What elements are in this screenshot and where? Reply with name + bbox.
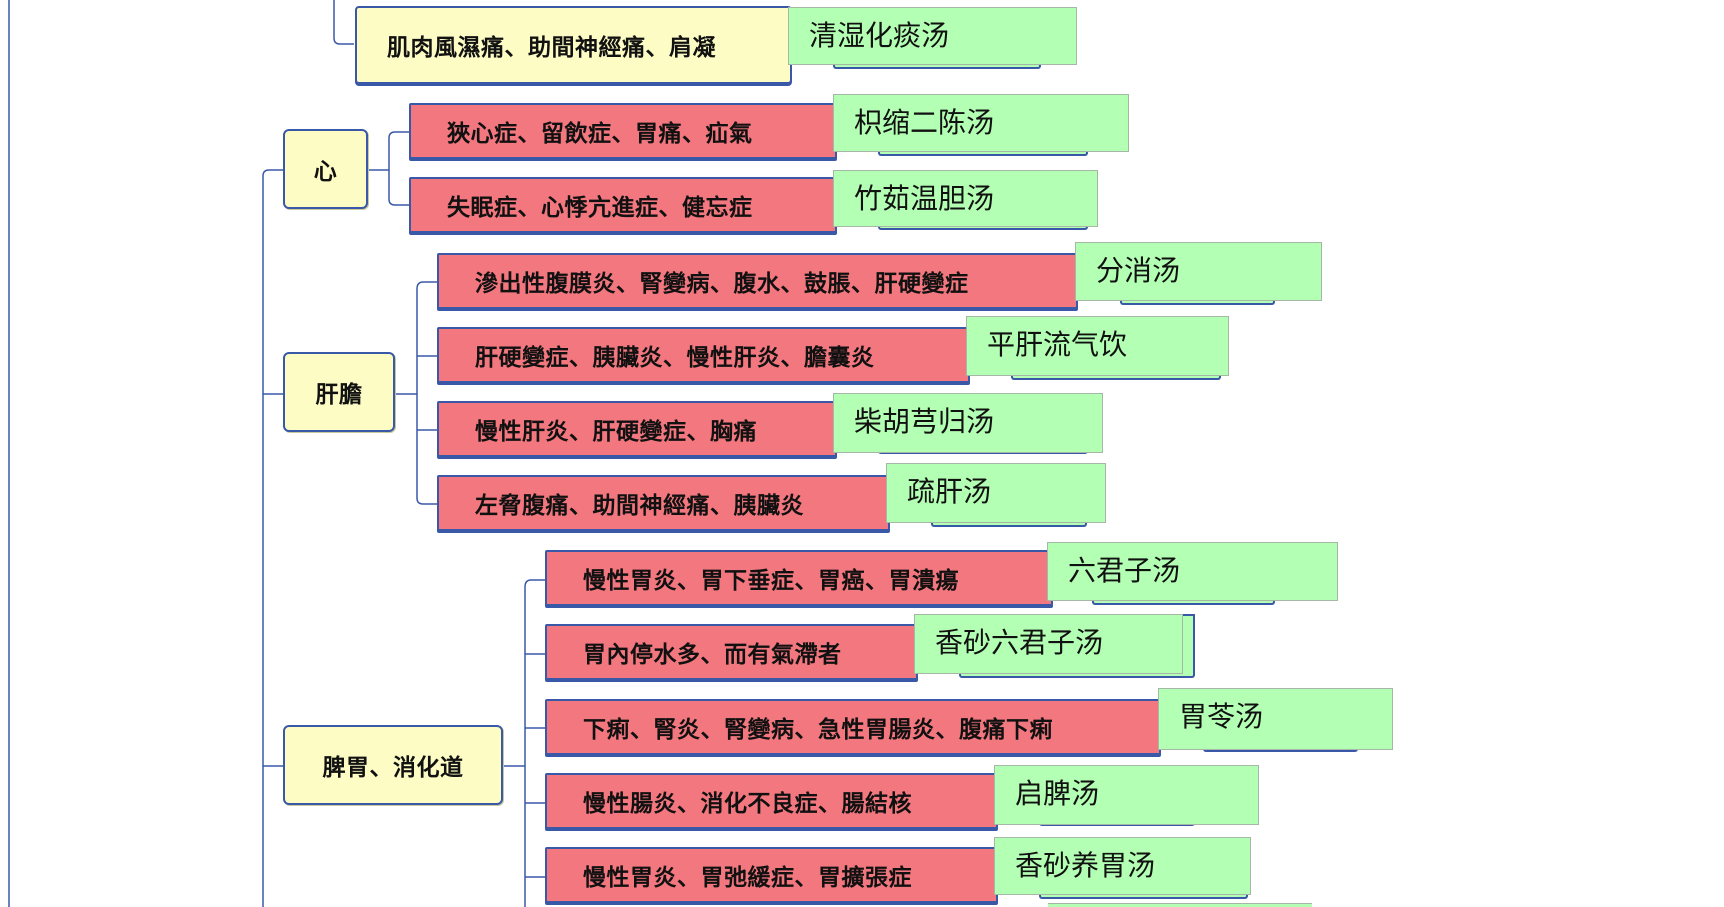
symptom-label: 胃內停水多、而有氣滯者 — [583, 642, 842, 668]
formula-node-r3[interactable]: 分消汤 — [1075, 242, 1322, 301]
symptom-label: 狹心症、留飲症、胃痛、疝氣 — [447, 121, 753, 147]
connector-trunk — [262, 169, 283, 907]
formula-underbar — [959, 672, 1195, 678]
formula-underbar — [878, 150, 1088, 156]
formula-label: 枳缩二陈汤 — [854, 106, 995, 139]
formula-node-r7[interactable]: 六君子汤 — [1047, 542, 1338, 601]
formula-node-r1[interactable]: 枳缩二陈汤 — [833, 94, 1129, 152]
connector-root-r0 — [333, 0, 354, 45]
symptom-label: 慢性胃炎、胃弛緩症、胃擴張症 — [583, 865, 912, 891]
category-liver[interactable]: 肝膽 — [283, 352, 395, 432]
symptom-node-r0[interactable]: 肌肉風濕痛、助間神經痛、肩凝 — [355, 6, 792, 84]
formula-node-r11[interactable]: 香砂养胃汤 — [994, 837, 1251, 895]
formula-underbar — [1120, 299, 1275, 305]
symptom-label: 肝硬變症、胰臟炎、慢性肝炎、膽囊炎 — [475, 345, 875, 371]
formula-node-r5[interactable]: 柴胡芎归汤 — [833, 393, 1103, 453]
category-heart-label: 心 — [313, 159, 338, 185]
next-formula-partial — [1048, 903, 1312, 907]
formula-node-r6[interactable]: 疏肝汤 — [886, 463, 1106, 523]
formula-node-r0[interactable]: 清湿化痰汤 — [788, 7, 1077, 65]
formula-node-r2[interactable]: 竹茹温胆汤 — [833, 170, 1098, 227]
symptom-node-r1[interactable]: 狹心症、留飲症、胃痛、疝氣 — [409, 103, 837, 159]
symptom-label: 失眠症、心悸亢進症、健忘症 — [447, 195, 753, 221]
symptom-label: 肌肉風濕痛、助間神經痛、肩凝 — [387, 35, 716, 61]
symptom-node-r7[interactable]: 慢性胃炎、胃下垂症、胃癌、胃潰瘍 — [545, 550, 1053, 606]
formula-label: 柴胡芎归汤 — [854, 405, 995, 438]
formula-label: 胃苓汤 — [1179, 700, 1264, 733]
formula-label: 香砂六君子汤 — [935, 626, 1104, 659]
formula-label: 疏肝汤 — [907, 475, 992, 508]
formula-label: 竹茹温胆汤 — [854, 182, 995, 215]
symptom-node-r11[interactable]: 慢性胃炎、胃弛緩症、胃擴張症 — [545, 847, 998, 903]
symptom-label: 慢性腸炎、消化不良症、腸結核 — [583, 791, 912, 817]
symptom-label: 滲出性腹膜炎、腎變病、腹水、鼓脹、肝硬變症 — [475, 271, 969, 297]
formula-label: 分消汤 — [1096, 254, 1181, 287]
symptom-node-r4[interactable]: 肝硬變症、胰臟炎、慢性肝炎、膽囊炎 — [437, 327, 970, 383]
symptom-node-r8[interactable]: 胃內停水多、而有氣滯者 — [545, 624, 918, 680]
connector-heart — [367, 131, 409, 206]
category-heart[interactable]: 心 — [283, 129, 368, 209]
formula-node-r10[interactable]: 启脾汤 — [994, 765, 1259, 825]
formula-label: 六君子汤 — [1068, 554, 1181, 587]
formula-node-r9[interactable]: 胃苓汤 — [1158, 688, 1393, 750]
symptom-node-r9[interactable]: 下痢、腎炎、腎變病、急性胃腸炎、腹痛下痢 — [545, 699, 1161, 755]
formula-underbar — [931, 521, 1087, 527]
formula-underbar — [1011, 374, 1221, 380]
category-spleen-label: 脾胃、消化道 — [322, 755, 464, 781]
connector-liver — [394, 281, 437, 505]
symptom-node-r6[interactable]: 左脅腹痛、助間神經痛、胰臟炎 — [437, 475, 890, 531]
formula-label: 清湿化痰汤 — [809, 19, 950, 52]
symptom-node-r5[interactable]: 慢性肝炎、肝硬變症、胸痛 — [437, 401, 837, 457]
symptom-label: 下痢、腎炎、腎變病、急性胃腸炎、腹痛下痢 — [583, 717, 1053, 743]
formula-node-r8[interactable]: 香砂六君子汤 — [914, 614, 1183, 674]
symptom-node-r3[interactable]: 滲出性腹膜炎、腎變病、腹水、鼓脹、肝硬變症 — [437, 253, 1078, 309]
symptom-label: 慢性肝炎、肝硬變症、胸痛 — [475, 419, 757, 445]
symptom-node-r2[interactable]: 失眠症、心悸亢進症、健忘症 — [409, 177, 837, 233]
formula-label: 平肝流气饮 — [987, 328, 1128, 361]
formula-underbar — [878, 224, 1088, 230]
symptom-node-r10[interactable]: 慢性腸炎、消化不良症、腸結核 — [545, 773, 998, 829]
formula-label: 启脾汤 — [1015, 777, 1100, 810]
formula-underbar — [1039, 893, 1248, 899]
formula-node-r4[interactable]: 平肝流气饮 — [966, 316, 1229, 376]
symptom-label: 慢性胃炎、胃下垂症、胃癌、胃潰瘍 — [583, 568, 959, 594]
symptom-label: 左脅腹痛、助間神經痛、胰臟炎 — [475, 493, 804, 519]
formula-underbar — [1092, 599, 1275, 605]
formula-underbar — [833, 63, 1041, 69]
formula-label: 香砂养胃汤 — [1015, 849, 1156, 882]
connector-spleen — [503, 579, 545, 907]
category-spleen[interactable]: 脾胃、消化道 — [283, 725, 503, 805]
category-liver-label: 肝膽 — [315, 382, 363, 408]
